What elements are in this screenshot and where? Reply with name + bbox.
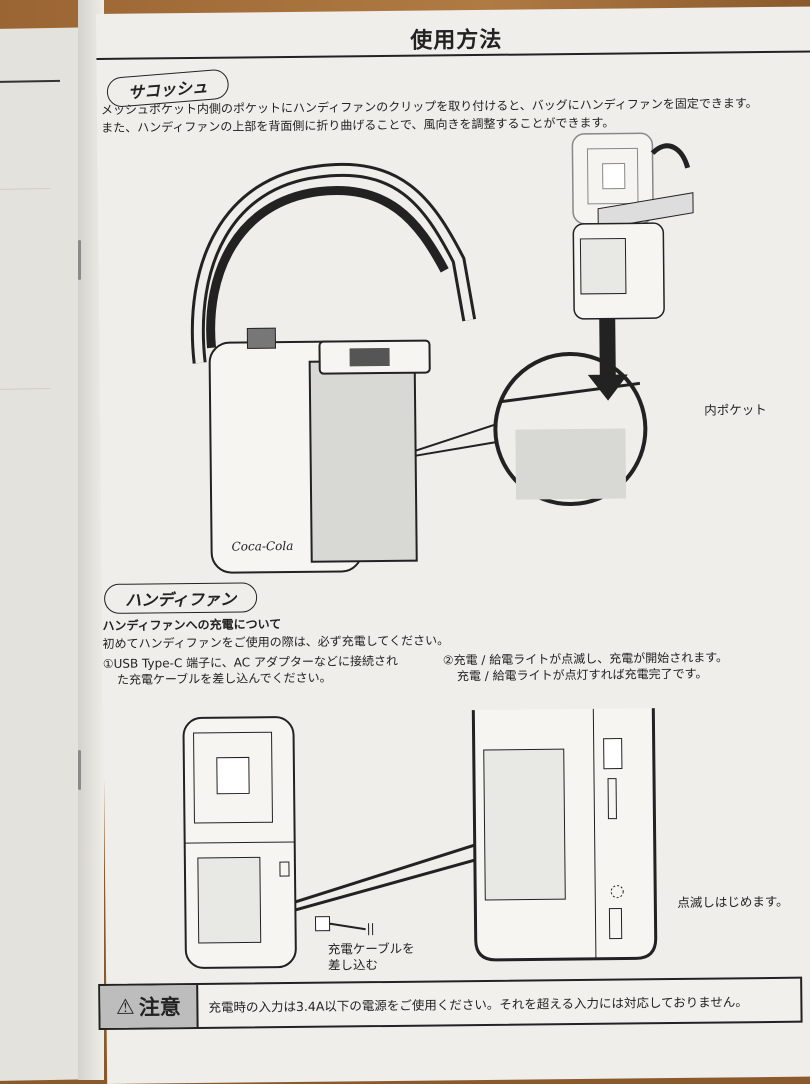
callout-blink: 点滅しはじめます。 — [677, 891, 788, 911]
section-label-handyfan: ハンディファン — [104, 582, 257, 614]
warning-triangle-icon: ⚠ — [116, 995, 135, 1019]
caution-label: 注意 — [139, 991, 181, 1021]
charging-intro: 初めてハンディファンをご使用の際は、必ず充電してください。 — [103, 632, 450, 652]
connector-lines — [295, 840, 496, 922]
left-page-rule — [0, 80, 60, 83]
coca-cola-logo: Coca-Cola — [232, 539, 294, 554]
callout-inner-pocket: 内ポケット — [704, 399, 767, 419]
callout-insert-cable: 充電ケーブルを 差し込む — [328, 941, 415, 974]
staple — [78, 750, 81, 790]
step1-line2: た充電ケーブルを差し込んでください。 — [117, 670, 332, 688]
step2-line2: 充電 / 給電ライトが点灯すれば充電完了です。 — [457, 666, 708, 685]
caution-box: ⚠ 注意 充電時の入力は3.4A以下の電源をご使用ください。それを超える入力には… — [98, 977, 802, 1030]
fan-closeup-illustration — [473, 708, 656, 960]
sacoche-desc-2: また、ハンディファンの上部を背面側に折り曲げることで、風向きを調整することができ… — [101, 115, 614, 136]
fan-charging-illustration — [178, 712, 301, 973]
staple — [78, 240, 81, 280]
caution-text: 充電時の入力は3.4A以下の電源をご使用ください。それを超える入力には対応してお… — [198, 979, 800, 1027]
manual-page: 使用方法 サコッシュ メッシュポケット内側のポケットにハンディファンのクリップを… — [96, 6, 810, 1083]
charging-subheading: ハンディファンへの充電について — [102, 616, 281, 634]
step1-line1: ①USB Type-C 端子に、AC アダプターなどに接続され — [103, 653, 398, 672]
fan-fold-illustration — [567, 128, 699, 319]
caution-header: ⚠ 注意 — [100, 985, 198, 1028]
usb-cable-icon — [310, 911, 380, 942]
